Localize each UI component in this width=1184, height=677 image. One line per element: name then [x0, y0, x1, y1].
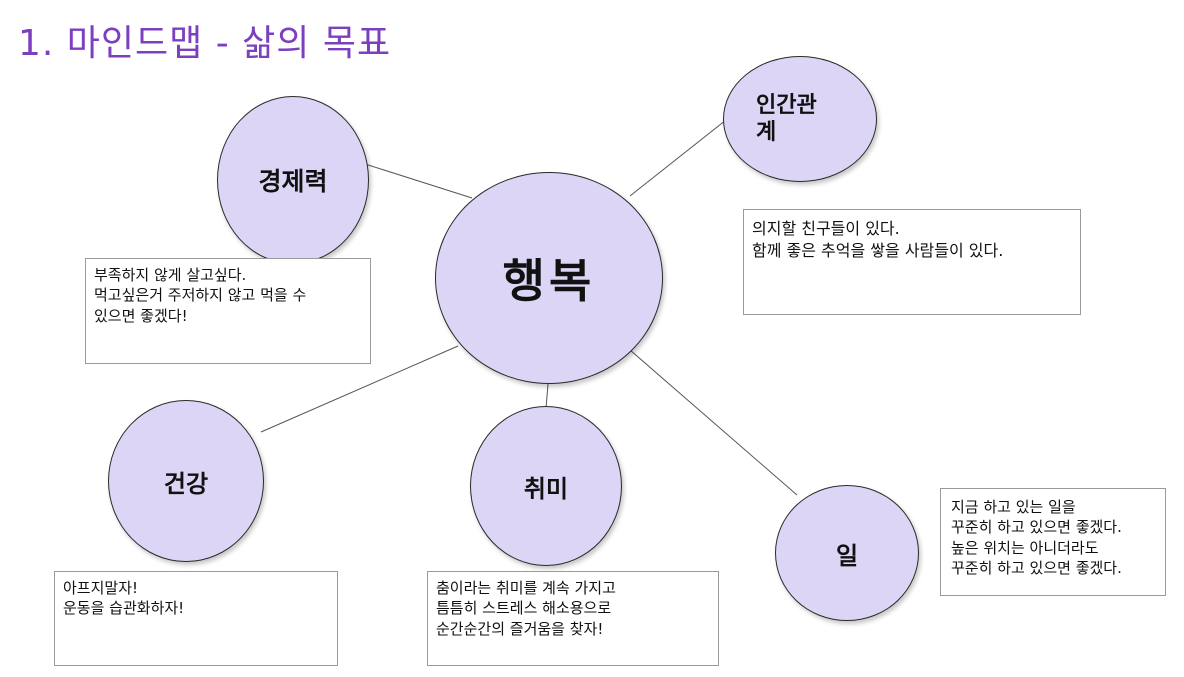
link-work [629, 349, 798, 496]
node-work[interactable]: 일 [775, 485, 919, 621]
note-line: 꾸준히 하고 있으면 좋겠다. [951, 518, 1122, 537]
note-line: 함께 좋은 추억을 쌓을 사람들이 있다. [752, 240, 1004, 260]
note-line: 있으면 좋겠다! [94, 306, 188, 325]
node-relationships[interactable]: 인간관 계 [723, 56, 877, 182]
note-line: 틈틈히 스트레스 해소용으로 [436, 599, 612, 618]
link-economy [364, 163, 473, 199]
link-hobby [545, 383, 549, 409]
link-relationships [629, 119, 727, 197]
node-hobby-label: 취미 [523, 474, 569, 503]
note-line: 꾸준히 하고 있으면 좋겠다. [951, 558, 1122, 577]
note-line: 의지할 친구들이 있다. [752, 219, 900, 238]
note-line: 먹고싶은거 주저하지 않고 먹을 수 [94, 286, 307, 305]
note-line: 운동을 습관화하자! [63, 599, 185, 618]
center-node-label: 행복 [502, 254, 596, 308]
note-line: 지금 하고 있는 일을 [951, 498, 1076, 516]
center-node[interactable]: 행복 [435, 172, 663, 384]
node-health[interactable]: 건강 [108, 400, 264, 562]
node-health-label: 건강 [163, 469, 209, 498]
node-work-label: 일 [835, 541, 859, 570]
note-line: 순간순간의 즐거움을 찾자! [436, 619, 604, 638]
node-hobby[interactable]: 취미 [470, 406, 622, 566]
node-relationships-label: 인간관 계 [756, 92, 817, 146]
link-health [260, 345, 459, 433]
note-economy[interactable]: 부족하지 않게 살고싶다. 먹고싶은거 주저하지 않고 먹을 수 있으면 좋겠다… [85, 258, 371, 364]
note-line: 춤이라는 취미를 계속 가지고 [436, 579, 616, 597]
node-economy[interactable]: 경제력 [217, 96, 369, 264]
note-line: 높은 위치는 아니더라도 [951, 538, 1099, 557]
note-line: 아프지말자! [63, 579, 139, 597]
note-relationships[interactable]: 의지할 친구들이 있다. 함께 좋은 추억을 쌓을 사람들이 있다. [743, 209, 1081, 315]
note-line: 부족하지 않게 살고싶다. [94, 266, 247, 284]
note-hobby[interactable]: 춤이라는 취미를 계속 가지고 틈틈히 스트레스 해소용으로 순간순간의 즐거움… [427, 571, 719, 666]
node-economy-label: 경제력 [258, 167, 328, 196]
note-work[interactable]: 지금 하고 있는 일을 꾸준히 하고 있으면 좋겠다. 높은 위치는 아니더라도… [940, 488, 1166, 596]
page-title: 1. 마인드맵 - 삶의 목표 [18, 23, 392, 64]
note-health[interactable]: 아프지말자! 운동을 습관화하자! [54, 571, 338, 666]
